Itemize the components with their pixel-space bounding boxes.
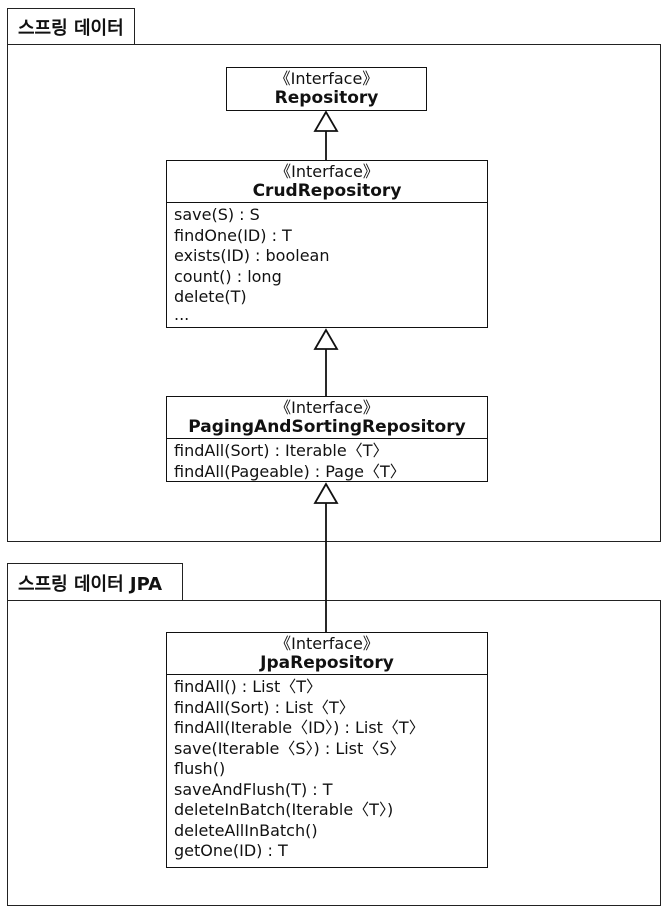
operation: ... [174,304,190,324]
package-label: 스프링 데이터 JPA [18,573,163,595]
operation: deleteAllInBatch() [174,820,318,840]
class-crud-repository: 《Interface》 CrudRepository save(S) : S f… [166,160,488,328]
operation: findAll(Pageable) : Page〈T〉 [174,461,406,481]
operations-compartment: findAll() : List〈T〉 findAll(Sort) : List… [167,674,487,862]
stereotype-label: 《Interface》 [275,634,379,653]
class-paging-and-sorting-repository: 《Interface》 PagingAndSortingRepository f… [166,396,488,482]
class-name: CrudRepository [252,181,402,201]
operation: count() : long [174,266,282,286]
stereotype-label: 《Interface》 [274,69,379,88]
operation: findAll(Iterable〈ID〉) : List〈T〉 [174,718,425,737]
operation: saveAndFlush(T) : T [174,779,333,799]
class-name: Repository [274,88,379,108]
class-jpa-repository: 《Interface》 JpaRepository findAll() : Li… [166,632,488,868]
operation: deleteInBatch(Iterable〈T〉) [174,800,394,819]
operation: findAll() : List〈T〉 [174,677,323,696]
operation: findAll(Sort) : Iterable〈T〉 [174,441,389,460]
operation: exists(ID) : boolean [174,246,330,265]
operations-compartment: findAll(Sort) : Iterable〈T〉 findAll(Page… [167,438,487,482]
operation: save(Iterable〈S〉) : List〈S〉 [174,738,406,758]
operation: findOne(ID) : T [174,225,292,245]
package-spring-data-jpa [7,600,661,906]
stereotype-label: 《Interface》 [275,398,379,417]
operation: delete(T) [174,287,247,306]
stereotype-label: 《Interface》 [275,162,379,181]
package-tab-spring-data: 스프링 데이터 [7,8,135,45]
operations-compartment: save(S) : S findOne(ID) : T exists(ID) :… [167,202,487,322]
package-tab-spring-data-jpa: 스프링 데이터 JPA [7,563,183,601]
operation: getOne(ID) : T [174,841,288,860]
operation: save(S) : S [174,205,260,224]
class-repository: 《Interface》 Repository [226,67,427,111]
class-name: PagingAndSortingRepository [188,417,466,437]
package-label: 스프링 데이터 [18,18,124,39]
package-spring-data [7,44,661,542]
class-name: JpaRepository [260,653,394,673]
operation: findAll(Sort) : List〈T〉 [174,697,355,717]
operation: flush() [174,759,226,778]
